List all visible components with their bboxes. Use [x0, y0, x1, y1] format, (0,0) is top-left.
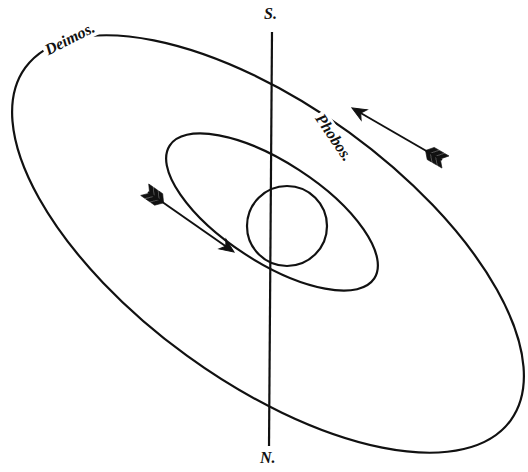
- pole-label: S.: [262, 5, 279, 23]
- arrow-head: [219, 239, 237, 257]
- motion-arrow: [348, 102, 448, 168]
- orbit-label: Phobos.: [311, 109, 357, 166]
- axis-line: [269, 32, 272, 446]
- arrow-feather: [151, 191, 168, 209]
- mars-disc: [247, 186, 327, 266]
- motion-arrow: [141, 184, 238, 258]
- arrow-head: [349, 103, 367, 120]
- arrow-feather: [422, 144, 439, 162]
- pole-label: N.: [258, 449, 278, 467]
- orbit-label: Deimos.: [40, 18, 99, 60]
